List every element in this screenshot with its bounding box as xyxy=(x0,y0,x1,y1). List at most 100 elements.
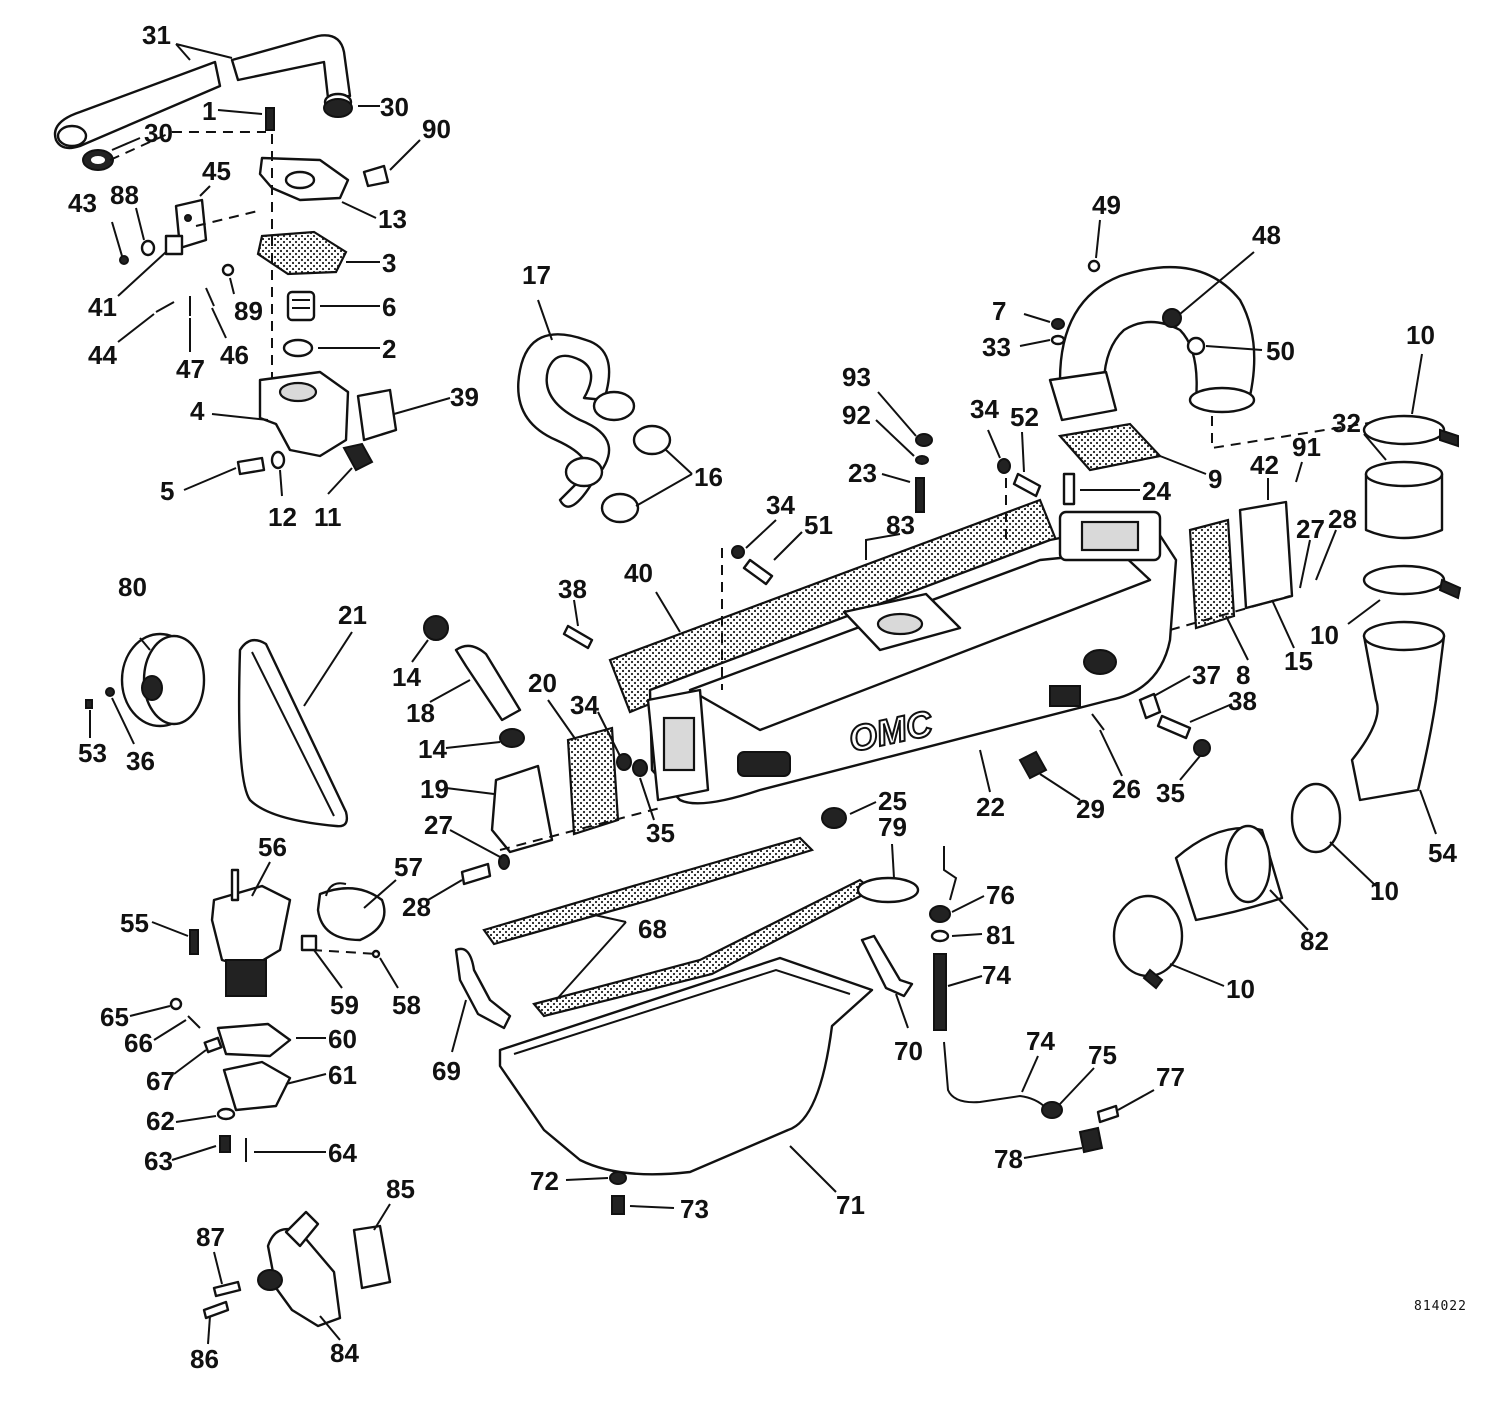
leader-28b xyxy=(1315,529,1337,581)
callout-73: 73 xyxy=(680,1194,709,1224)
hose-clamp-10-a xyxy=(1362,414,1446,446)
leader-77 xyxy=(1117,1089,1155,1111)
fitting-11 xyxy=(342,442,374,472)
drawing-code: 814022 xyxy=(1414,1299,1467,1314)
plug-49 xyxy=(1087,259,1101,273)
hose-18 xyxy=(454,644,522,722)
hose-clamp-10-d-screw xyxy=(1142,968,1164,990)
callout-9: 9 xyxy=(1208,464,1222,494)
callout-4: 4 xyxy=(190,396,205,426)
callout-46: 46 xyxy=(220,340,249,370)
callout-84: 84 xyxy=(330,1338,359,1368)
leader-46 xyxy=(211,307,227,339)
callout-21: 21 xyxy=(338,600,367,630)
hose-clamp-10-b-screw xyxy=(1438,578,1462,600)
leader-32 xyxy=(1363,433,1387,461)
callout-28-left: 28 xyxy=(402,892,431,922)
leader-51 xyxy=(773,531,803,561)
thermostat-6 xyxy=(286,290,316,322)
ring-79 xyxy=(856,876,920,904)
callout-30-top: 30 xyxy=(380,92,409,122)
callout-91: 91 xyxy=(1292,432,1321,462)
leader-43 xyxy=(111,221,123,257)
fitting-78 xyxy=(1078,1126,1104,1154)
leader-62 xyxy=(175,1115,217,1123)
pan-gasket-68-upper xyxy=(482,836,815,946)
callout-89: 89 xyxy=(234,296,263,326)
callout-6: 6 xyxy=(382,292,396,322)
callout-55: 55 xyxy=(120,908,149,938)
callout-51: 51 xyxy=(804,510,833,540)
callout-35-left: 35 xyxy=(646,818,675,848)
bolt-87 xyxy=(212,1280,242,1298)
fitting-29 xyxy=(1018,750,1048,780)
leader-52 xyxy=(1021,431,1025,473)
leader-23 xyxy=(881,473,911,483)
leader-5 xyxy=(183,467,237,491)
bracket-45-hole xyxy=(184,214,192,222)
callout-43: 43 xyxy=(68,188,97,218)
leader-63 xyxy=(171,1145,217,1161)
callout-25: 25 xyxy=(878,786,907,816)
leader-35a xyxy=(639,777,655,821)
bolt-28-left xyxy=(460,862,492,886)
oil-pump-group xyxy=(169,868,386,1162)
washer-34-mid xyxy=(731,545,745,559)
bolt-51 xyxy=(742,558,774,586)
leader-31 xyxy=(175,43,233,61)
leader-44 xyxy=(117,313,155,343)
water-pump-84-inlet xyxy=(284,1210,320,1248)
leader-75 xyxy=(1059,1067,1095,1105)
dipstick-74 xyxy=(933,953,947,1031)
washer-12 xyxy=(270,450,286,470)
callout-34-left: 34 xyxy=(570,690,599,720)
exhaust-pipe-54-top xyxy=(1362,620,1446,652)
callout-28-right: 28 xyxy=(1328,504,1357,534)
callout-40: 40 xyxy=(624,558,653,588)
leader-28a xyxy=(427,879,463,901)
leader-55 xyxy=(151,921,189,937)
callout-54: 54 xyxy=(1428,838,1457,868)
fitting-75 xyxy=(1041,1101,1063,1119)
leader-83 xyxy=(865,533,901,560)
bolt-5 xyxy=(236,456,266,476)
leader-74a xyxy=(947,975,983,987)
callout-74-bottom: 74 xyxy=(1026,1026,1055,1056)
callout-78: 78 xyxy=(994,1144,1023,1174)
exhaust-manifold-group: OMC xyxy=(423,433,1294,886)
leader-90 xyxy=(389,139,421,171)
exhaust-elbow-48 xyxy=(1058,265,1256,402)
callout-34-top: 34 xyxy=(970,394,999,424)
leader-69 xyxy=(451,999,467,1053)
callout-88: 88 xyxy=(110,180,139,210)
leader-65 xyxy=(129,1005,171,1017)
callout-16: 16 xyxy=(694,462,723,492)
drive-belt-21-inner xyxy=(251,651,335,817)
leader-39 xyxy=(393,397,451,415)
callout-75: 75 xyxy=(1088,1040,1117,1070)
exhaust-manifold-22-top xyxy=(688,550,1152,732)
water-pump-84-shaft xyxy=(257,1269,283,1291)
bracket-45 xyxy=(174,198,208,250)
leader-56 xyxy=(251,861,271,897)
callout-10-a: 10 xyxy=(1406,320,1435,350)
leader-92 xyxy=(875,419,915,457)
screw-43 xyxy=(119,255,129,265)
callout-13: 13 xyxy=(378,204,407,234)
bolt-1 xyxy=(265,107,275,131)
hose-31-left-end xyxy=(56,124,88,148)
callout-18: 18 xyxy=(406,698,435,728)
assembly-line-59 xyxy=(311,949,379,955)
leader-14b xyxy=(445,741,501,749)
hose-clamp-30-left-hole xyxy=(91,156,105,164)
callout-72: 72 xyxy=(530,1166,559,1196)
callout-29: 29 xyxy=(1076,794,1105,824)
leader-57 xyxy=(363,879,397,909)
oil-pump-56 xyxy=(210,884,292,970)
callout-41: 41 xyxy=(88,292,117,322)
leader-17 xyxy=(537,299,553,341)
manifold-drain-plug xyxy=(1083,649,1117,675)
manifold-end-port xyxy=(662,716,696,772)
callout-64: 64 xyxy=(328,1138,357,1168)
callout-69: 69 xyxy=(432,1056,461,1086)
